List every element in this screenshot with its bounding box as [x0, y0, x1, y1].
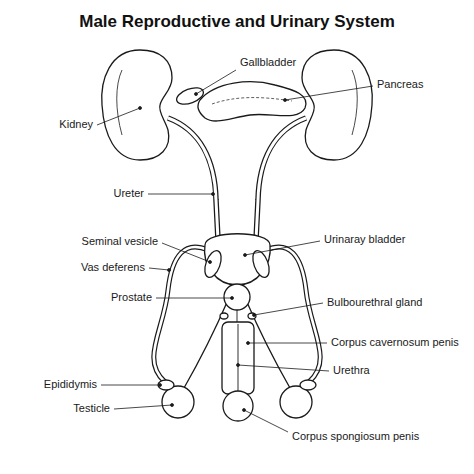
- part-label: Pancreas: [377, 78, 423, 91]
- leader-dot: [247, 342, 250, 345]
- leader-dot: [231, 297, 234, 300]
- leader-dot: [243, 409, 246, 412]
- gland-shape: [248, 313, 256, 319]
- glans-shape: [223, 391, 253, 421]
- epididymis-shape: [300, 380, 316, 390]
- leader-line: [148, 194, 213, 195]
- leader-dot: [209, 261, 212, 264]
- vas-deferens-tube: [266, 247, 320, 382]
- pancreas-shape: [198, 82, 306, 121]
- leader-line: [285, 86, 373, 100]
- part-label: Epididymis: [44, 378, 97, 391]
- part-label: Urinaray bladder: [324, 233, 405, 246]
- leader-line: [245, 241, 320, 255]
- part-label: Corpus cavernosum penis: [331, 336, 459, 349]
- ureter-tube: [256, 118, 306, 240]
- leader-line: [248, 343, 327, 344]
- leader-line: [114, 405, 172, 409]
- gland-shape: [220, 313, 228, 319]
- vas-deferens-tube: [154, 247, 208, 382]
- leader-dot: [284, 99, 287, 102]
- epididymis-shape: [158, 380, 174, 390]
- part-label: Urethra: [333, 364, 370, 377]
- ureter-tube: [168, 118, 218, 240]
- leader-dot: [253, 314, 256, 317]
- part-label: Bulbourethral gland: [327, 296, 422, 309]
- vas-deferens-tube: [266, 247, 320, 382]
- penis-shaft: [222, 322, 254, 394]
- leader-dot: [195, 93, 198, 96]
- part-label: Gallbladder: [240, 56, 296, 69]
- testicle-shape: [162, 386, 194, 418]
- leader-line: [101, 385, 160, 386]
- testicle-shape: [280, 386, 312, 418]
- part-label: Prostate: [111, 291, 152, 304]
- ureter-tube: [256, 118, 306, 240]
- leader-line: [149, 268, 169, 270]
- part-label: Kidney: [59, 118, 93, 131]
- pancreas-detail: [212, 98, 292, 104]
- leader-line: [244, 410, 288, 432]
- leader-line: [238, 365, 329, 371]
- leader-dot: [171, 404, 174, 407]
- leader-dot: [244, 254, 247, 257]
- leader-line: [156, 298, 232, 299]
- seminal-vesicle-shape: [202, 248, 225, 279]
- leader-dot: [237, 364, 240, 367]
- kidney-detail: [117, 70, 122, 135]
- part-label: Testicle: [73, 402, 110, 415]
- part-label: Seminal vesicle: [82, 235, 158, 248]
- leader-dot: [159, 384, 162, 387]
- leader-line: [97, 108, 140, 125]
- urethra-line: [237, 310, 238, 322]
- part-label: Ureter: [113, 187, 144, 200]
- leader-line: [254, 303, 323, 315]
- kidney-shape: [302, 50, 372, 160]
- vas-deferens-tube: [154, 247, 208, 382]
- leader-dot: [139, 107, 142, 110]
- diagram-title: Male Reproductive and Urinary System: [79, 12, 395, 32]
- leader-dot: [168, 269, 171, 272]
- part-label: Corpus spongiosum penis: [292, 430, 419, 443]
- leader-line: [162, 243, 210, 262]
- kidney-shape: [102, 50, 172, 160]
- gallbladder-shape: [174, 85, 205, 108]
- kidney-detail: [352, 70, 357, 135]
- urethra-line: [238, 324, 239, 392]
- leader-dot: [212, 193, 215, 196]
- ureter-tube: [168, 118, 218, 240]
- leader-line: [196, 70, 236, 94]
- part-label: Vas deferens: [81, 261, 145, 274]
- prostate-shape: [224, 284, 250, 310]
